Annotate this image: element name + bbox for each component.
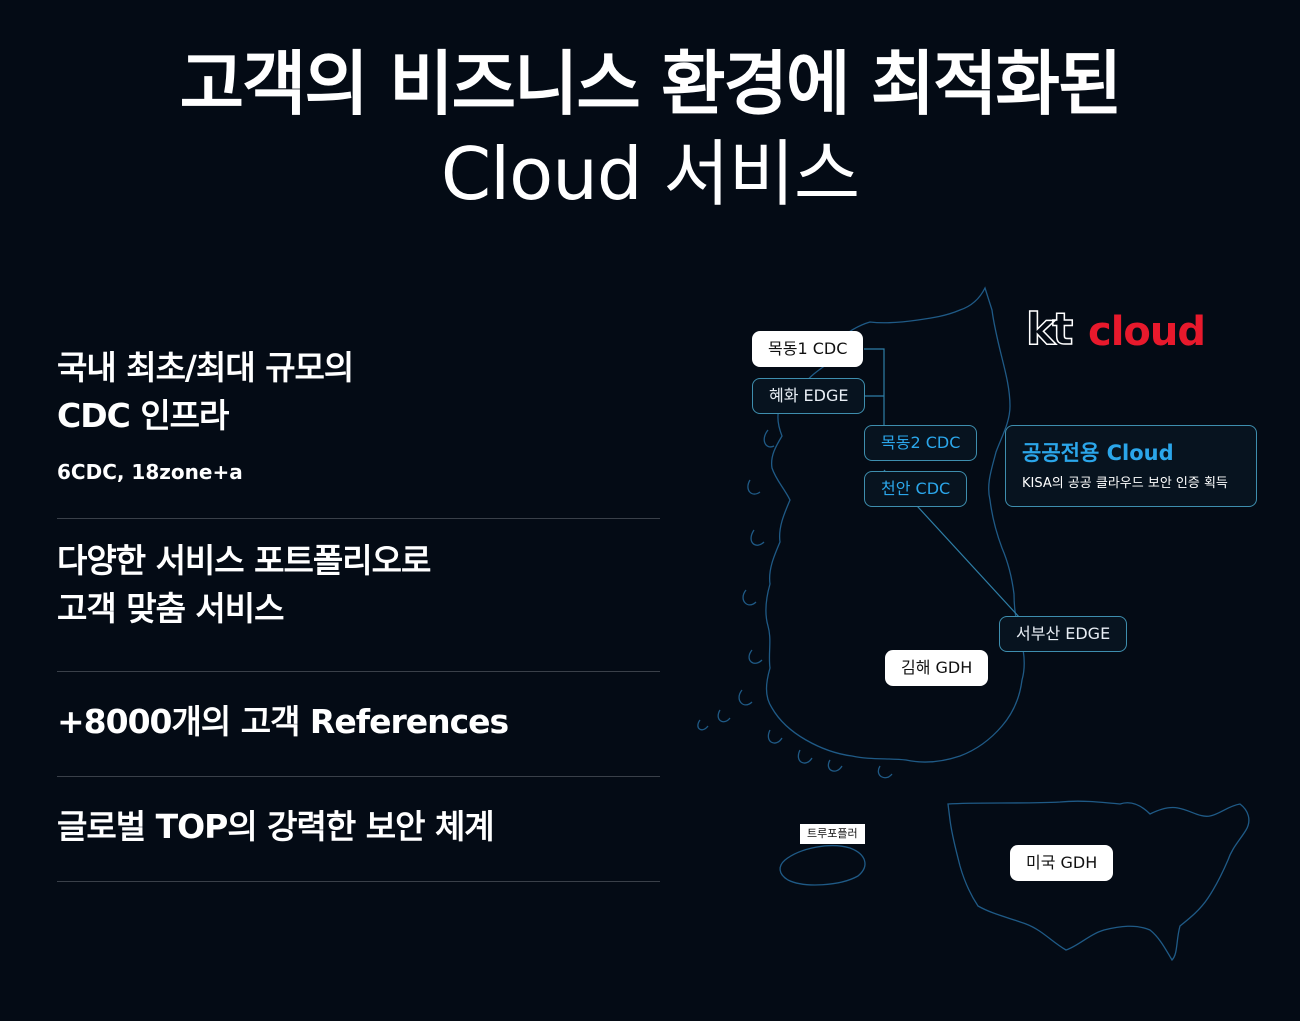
feature-subtitle: 6CDC, 18zone+a xyxy=(57,460,243,484)
service-map: kt cloud 목동1 CDC 혜화 EDGE 목동2 CDC 천안 CDC … xyxy=(680,270,1300,990)
tag-cheonan-cdc: 천안 CDC xyxy=(864,471,968,507)
public-cloud-subtitle: KISA의 공공 클라우드 보안 인증 획득 xyxy=(1022,476,1228,491)
tag-usa-gdh: 미국 GDH xyxy=(1010,845,1114,881)
feature-item-portfolio: 다양한 서비스 포트폴리오로 고객 맞춤 서비스 xyxy=(57,519,660,672)
public-cloud-title: 공공전용 Cloud xyxy=(1022,441,1174,465)
map-outline-graphic xyxy=(697,286,1250,962)
hero-title-line1: 고객의 비즈니스 환경에 최적화된 xyxy=(179,43,1123,125)
usa-outline xyxy=(947,800,1250,962)
hero-title-line2: Cloud 서비스 xyxy=(440,132,860,216)
feature-item-security: 글로벌 TOP의 강력한 보안 체계 xyxy=(57,777,660,882)
feature-title: 국내 최초/최대 규모의 CDC 인프라 xyxy=(57,348,354,435)
kt-cloud-logo: kt cloud xyxy=(1025,304,1226,355)
logo-kt-text: kt xyxy=(1025,304,1074,355)
tag-mokdong2-cdc: 목동2 CDC xyxy=(864,425,978,461)
tag-mokdong1-cdc: 목동1 CDC xyxy=(752,331,864,367)
tag-trufo: 트루포플러 xyxy=(800,824,865,844)
tag-gimhae-gdh: 김해 GDH xyxy=(885,650,989,686)
feature-title: +8000개의 고객 References xyxy=(57,702,509,741)
feature-title: 글로벌 TOP의 강력한 보안 체계 xyxy=(57,807,495,846)
korea-outline xyxy=(697,286,1025,886)
logo-cloud-text: cloud xyxy=(1088,309,1206,355)
feature-list: 국내 최초/최대 규모의 CDC 인프라 6CDC, 18zone+a 다양한 … xyxy=(57,330,660,882)
feature-title: 다양한 서비스 포트폴리오로 고객 맞춤 서비스 xyxy=(57,541,431,628)
feature-item-cdc: 국내 최초/최대 규모의 CDC 인프라 6CDC, 18zone+a xyxy=(57,330,660,519)
tag-hyehwa-edge: 혜화 EDGE xyxy=(752,378,866,414)
hero-heading: 고객의 비즈니스 환경에 최적화된 Cloud 서비스 xyxy=(0,40,1300,220)
public-cloud-box: 공공전용 Cloud KISA의 공공 클라우드 보안 인증 획득 xyxy=(1005,425,1257,507)
tag-seobusan-edge: 서부산 EDGE xyxy=(999,616,1128,652)
feature-item-references: +8000개의 고객 References xyxy=(57,672,660,777)
